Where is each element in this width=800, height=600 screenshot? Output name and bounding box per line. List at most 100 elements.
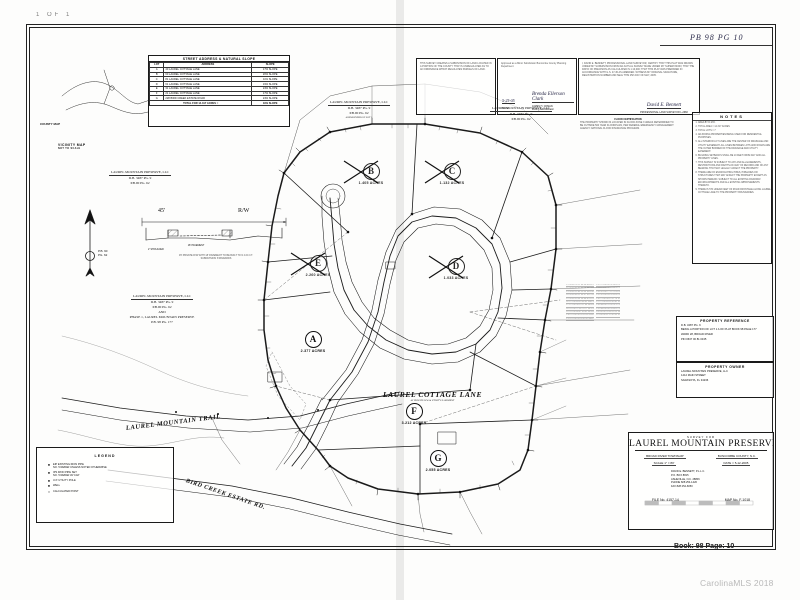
title-project-name: LAUREL MOUNTAIN PRESERVE xyxy=(629,439,773,449)
flood-certification: FLOOD CERTIFICATION THE PROPERTY SHOWN I… xyxy=(580,118,676,130)
deed-west-pb: P.B.90 PG. 62 xyxy=(130,180,150,185)
lot-id-circle: F xyxy=(405,403,423,420)
lot-id-circle: D xyxy=(447,258,465,275)
lot-acreage-label: 1.132 ACRES xyxy=(439,181,465,185)
cert-b-signer-title: Zoning Administrator xyxy=(532,108,554,111)
curve-table-row: C12 275.00 89.32 88.93 S16-22-05W xyxy=(596,284,620,288)
curve-table-row: C2 50.00 41.37 40.18 S62-45-01E xyxy=(566,287,594,291)
surveyor-address-line: FAX 828 254-6050 xyxy=(671,485,693,488)
detail-pavement-label: 18' PAVEMENT xyxy=(187,244,205,247)
legend-item-label: IPS IRON PIPE SET NO. 5 REBAR W/ CAP xyxy=(53,470,80,478)
surveyor-address-line: ASHEVILLE, N.C. 28806 xyxy=(671,477,700,481)
plat-book-stamp: PB 98 PG 10 xyxy=(690,33,744,42)
curve-table-left: C1 50.00 76.12 68.96 N44-12-58EC2 50.00 … xyxy=(566,284,594,396)
title-location-row: BROAD RIVER TOWNSHIP BUNCOMBE COUNTY, N.… xyxy=(629,453,773,460)
property-owner-line: SARASOTA, FL 34236 xyxy=(681,379,709,383)
lot-id-circle: E xyxy=(309,255,327,272)
title-scale-bar xyxy=(643,491,759,496)
deed-north-pb: P.B.90 PG. 62 xyxy=(349,110,369,115)
legend-rows: ●EIP EXISTING IRON PIPE NO. 5 REBAR UNLE… xyxy=(37,461,173,494)
property-owner-title: PROPERTY OWNER xyxy=(705,364,745,369)
legend-item: ●EIP EXISTING IRON PIPE NO. 5 REBAR UNLE… xyxy=(37,461,173,469)
property-owner-panel: PROPERTY OWNER LAUREL MOUNTAIN PRESERVE,… xyxy=(676,362,774,398)
note-item: THERE ARE NO ENCROACHING PIPES, PIPELINE… xyxy=(698,172,771,187)
property-reference-line: PIN 0637 00 81 0435 xyxy=(681,338,707,342)
book-page-footer: Book: 98 Page: 10 xyxy=(674,543,735,550)
deed-sw-name: LAUREL MOUNTAIN PRESERVE, LLC xyxy=(131,294,193,300)
legend-item: ○CALCULATED POINT xyxy=(37,488,173,494)
title-county: BUNCOMBE COUNTY, N.C. xyxy=(715,454,758,459)
lot-acreage-label: 1.405 ACRES xyxy=(358,181,384,185)
note-item: THERE IS 570 LINEAR FEET OF ROAD FRONTAG… xyxy=(698,189,771,195)
note-item: BUILDING SETBACKS SHALL BE 10 FEET FROM … xyxy=(698,155,771,161)
legend-title: LEGEND xyxy=(94,454,116,458)
road-name: LAUREL COTTAGE LANE xyxy=(383,390,483,399)
curve-table-row: C21 60.00 47.19 45.93 S38-44-51W xyxy=(596,314,620,318)
cert-minor-subdivision-approval: Approved as a Minor Subdivision Buncombe… xyxy=(497,58,577,115)
lot-id-circle: G xyxy=(429,450,447,467)
address-total-label: TOTAL FOR 14.317 ACRES = xyxy=(148,100,253,107)
filled-circle-icon: ● xyxy=(47,477,51,483)
title-scale-row: SCALE 1" = 80' DATE = 5-12-2005 xyxy=(629,460,773,467)
deed-ne-pb: P.B.90 PG. 62 xyxy=(511,116,531,121)
deed-north-db: D.B. 3487 PG. 9 xyxy=(347,105,371,110)
lot-id-circle: C xyxy=(443,163,461,180)
notes-panel: NOTES AREA BY D.M.D.TOTAL AREA = 14.317 … xyxy=(692,112,772,264)
lot-id-circle: B xyxy=(362,163,380,180)
cert-b-date: 5-25-05 xyxy=(502,98,515,104)
note-item: TOTAL AREA = 14.317 ACRES xyxy=(698,126,771,129)
curve-table-row: C1 50.00 76.12 68.96 N44-12-58E xyxy=(566,284,594,288)
address-total-row: TOTAL FOR 14.317 ACRES =19% SLOPE xyxy=(148,100,289,107)
deed-sw-pb: P.B.90 PG. 62 xyxy=(152,304,172,309)
sheet-border-outer xyxy=(26,24,776,550)
curve-table-row: C10 125.00 44.18 43.96 N33-48-21E xyxy=(566,314,594,318)
curve-table-row: C3 50.00 52.80 50.34 S09-36-12E xyxy=(566,290,594,295)
vicinity-map-label: VICINITY MAP NOT TO SCALE xyxy=(58,143,86,150)
sheet-corner-note: 1 OF 1 xyxy=(36,12,73,18)
legend-item-label: CALCULATED POINT xyxy=(53,489,79,493)
title-township: BROAD RIVER TOWNSHIP xyxy=(644,454,686,459)
cert-b-signature: Brenda Ellerson Clark xyxy=(532,92,574,103)
deed-sw-phase: PHASE 1, LAUREL MOUNTAIN PRESERVE xyxy=(129,314,195,319)
mls-watermark: CarolinaMLS 2018 xyxy=(700,578,774,588)
deed-block-northeast: LAUREL MOUNTAIN PRESERVE, LLC D.B. 3487 … xyxy=(462,106,580,122)
deed-block-west: LAUREL MOUNTAIN PRESERVE, LLC D.B. 3487 … xyxy=(80,170,200,186)
property-reference-line: WARD 28, BROAD RIVER xyxy=(681,333,713,337)
legend-item-label: U.P. UTILITY POLE xyxy=(53,478,76,482)
lot-acreage-label: 2.055 ACRES xyxy=(425,468,451,472)
address-table-title: STREET ADDRESS & NATURAL SLOPE xyxy=(149,56,289,62)
curve-table-row: C8 225.00 71.06 70.77 N11-55-37W xyxy=(566,307,594,311)
detail-rw-label: R/W xyxy=(238,208,250,214)
north-arrow-ref: P.B. 90 PG. 62 xyxy=(98,249,108,257)
note-item: ADJOINING PROPERTIES BEING USED FOR RESI… xyxy=(698,134,771,140)
legend-item: ●U.P. UTILITY POLE xyxy=(37,477,173,483)
curve-table-row: C13 275.00 66.21 66.04 S31-12-46W xyxy=(596,287,620,291)
note-item: ALL INTERIOR LOT LINES ARE THE CENTER OF… xyxy=(698,141,771,153)
note-item: THIS SURVEY IS SUBJECT TO ANY AND ALL EA… xyxy=(698,162,771,171)
detail-shoulder-label: 2' SHOULDER xyxy=(148,248,164,251)
vicinity-subtitle: NOT TO SCALE xyxy=(58,147,81,150)
curve-table-row: C15 325.00 83.55 83.33 S27-04-18W xyxy=(596,294,620,298)
deed-north-name: LAUREL MOUNTAIN PRESERVE, LLC xyxy=(328,100,390,106)
flood-title: FLOOD CERTIFICATION xyxy=(614,118,642,121)
property-owner-line: 1412 MAIN STREET xyxy=(681,374,706,378)
title-file-row: FILE No. 4157-14 MAP No. F-1018 xyxy=(629,497,773,502)
detail-rw-note: 45' PRIVATE R/W WITH 18' PAVEMENT TO BE … xyxy=(178,254,253,260)
deed-north-extra: 4 REMAINDER OF LOT 1 xyxy=(345,115,373,119)
county-map-label: COUNTY MAP xyxy=(40,122,61,126)
title-date: DATE = 5-12-2005 xyxy=(721,461,751,466)
curve-table-row: C17 75.00 44.26 43.62 S09-14-55E xyxy=(596,300,620,305)
note-item: TOTAL LOTS = 7 xyxy=(698,130,771,133)
deed-west-name: LAUREL MOUNTAIN PRESERVE, LLC xyxy=(109,170,171,176)
deed-west-db: D.B. 3487 PG. 9 xyxy=(128,175,152,180)
property-reference-line: D.B. 3487 PG. 9 xyxy=(681,323,701,327)
detail-width-label: 45' xyxy=(158,208,166,214)
